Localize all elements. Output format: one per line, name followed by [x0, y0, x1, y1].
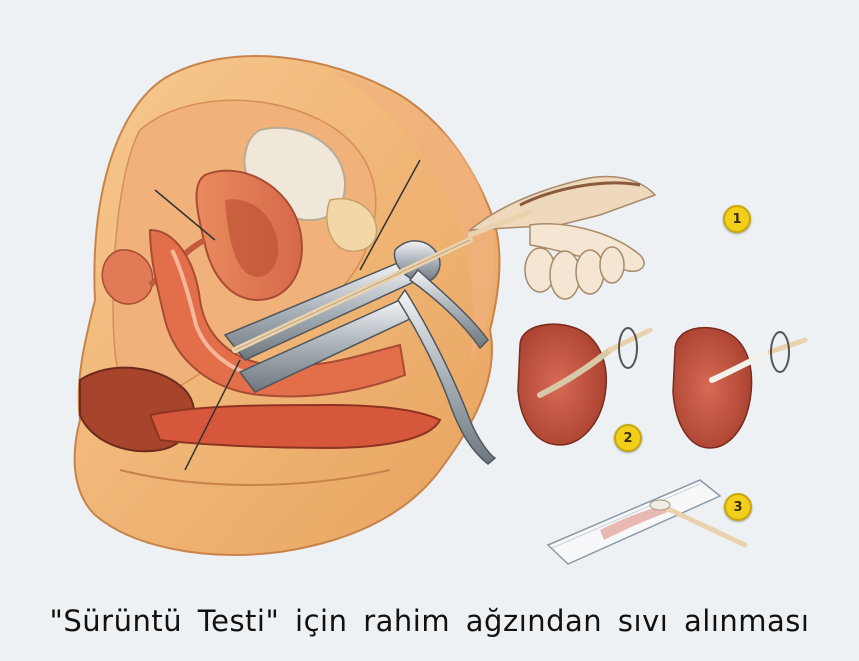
- pelvis-cross-section: [75, 56, 500, 555]
- step-2-badge: 2: [614, 424, 642, 452]
- microscope-slide: [548, 480, 745, 564]
- step-1-badge: 1: [723, 205, 751, 233]
- step-3-badge: 3: [724, 493, 752, 521]
- cervix-sampling-views: [518, 324, 805, 448]
- figure-caption: "Sürüntü Testi" için rahim ağzından sıvı…: [0, 604, 859, 638]
